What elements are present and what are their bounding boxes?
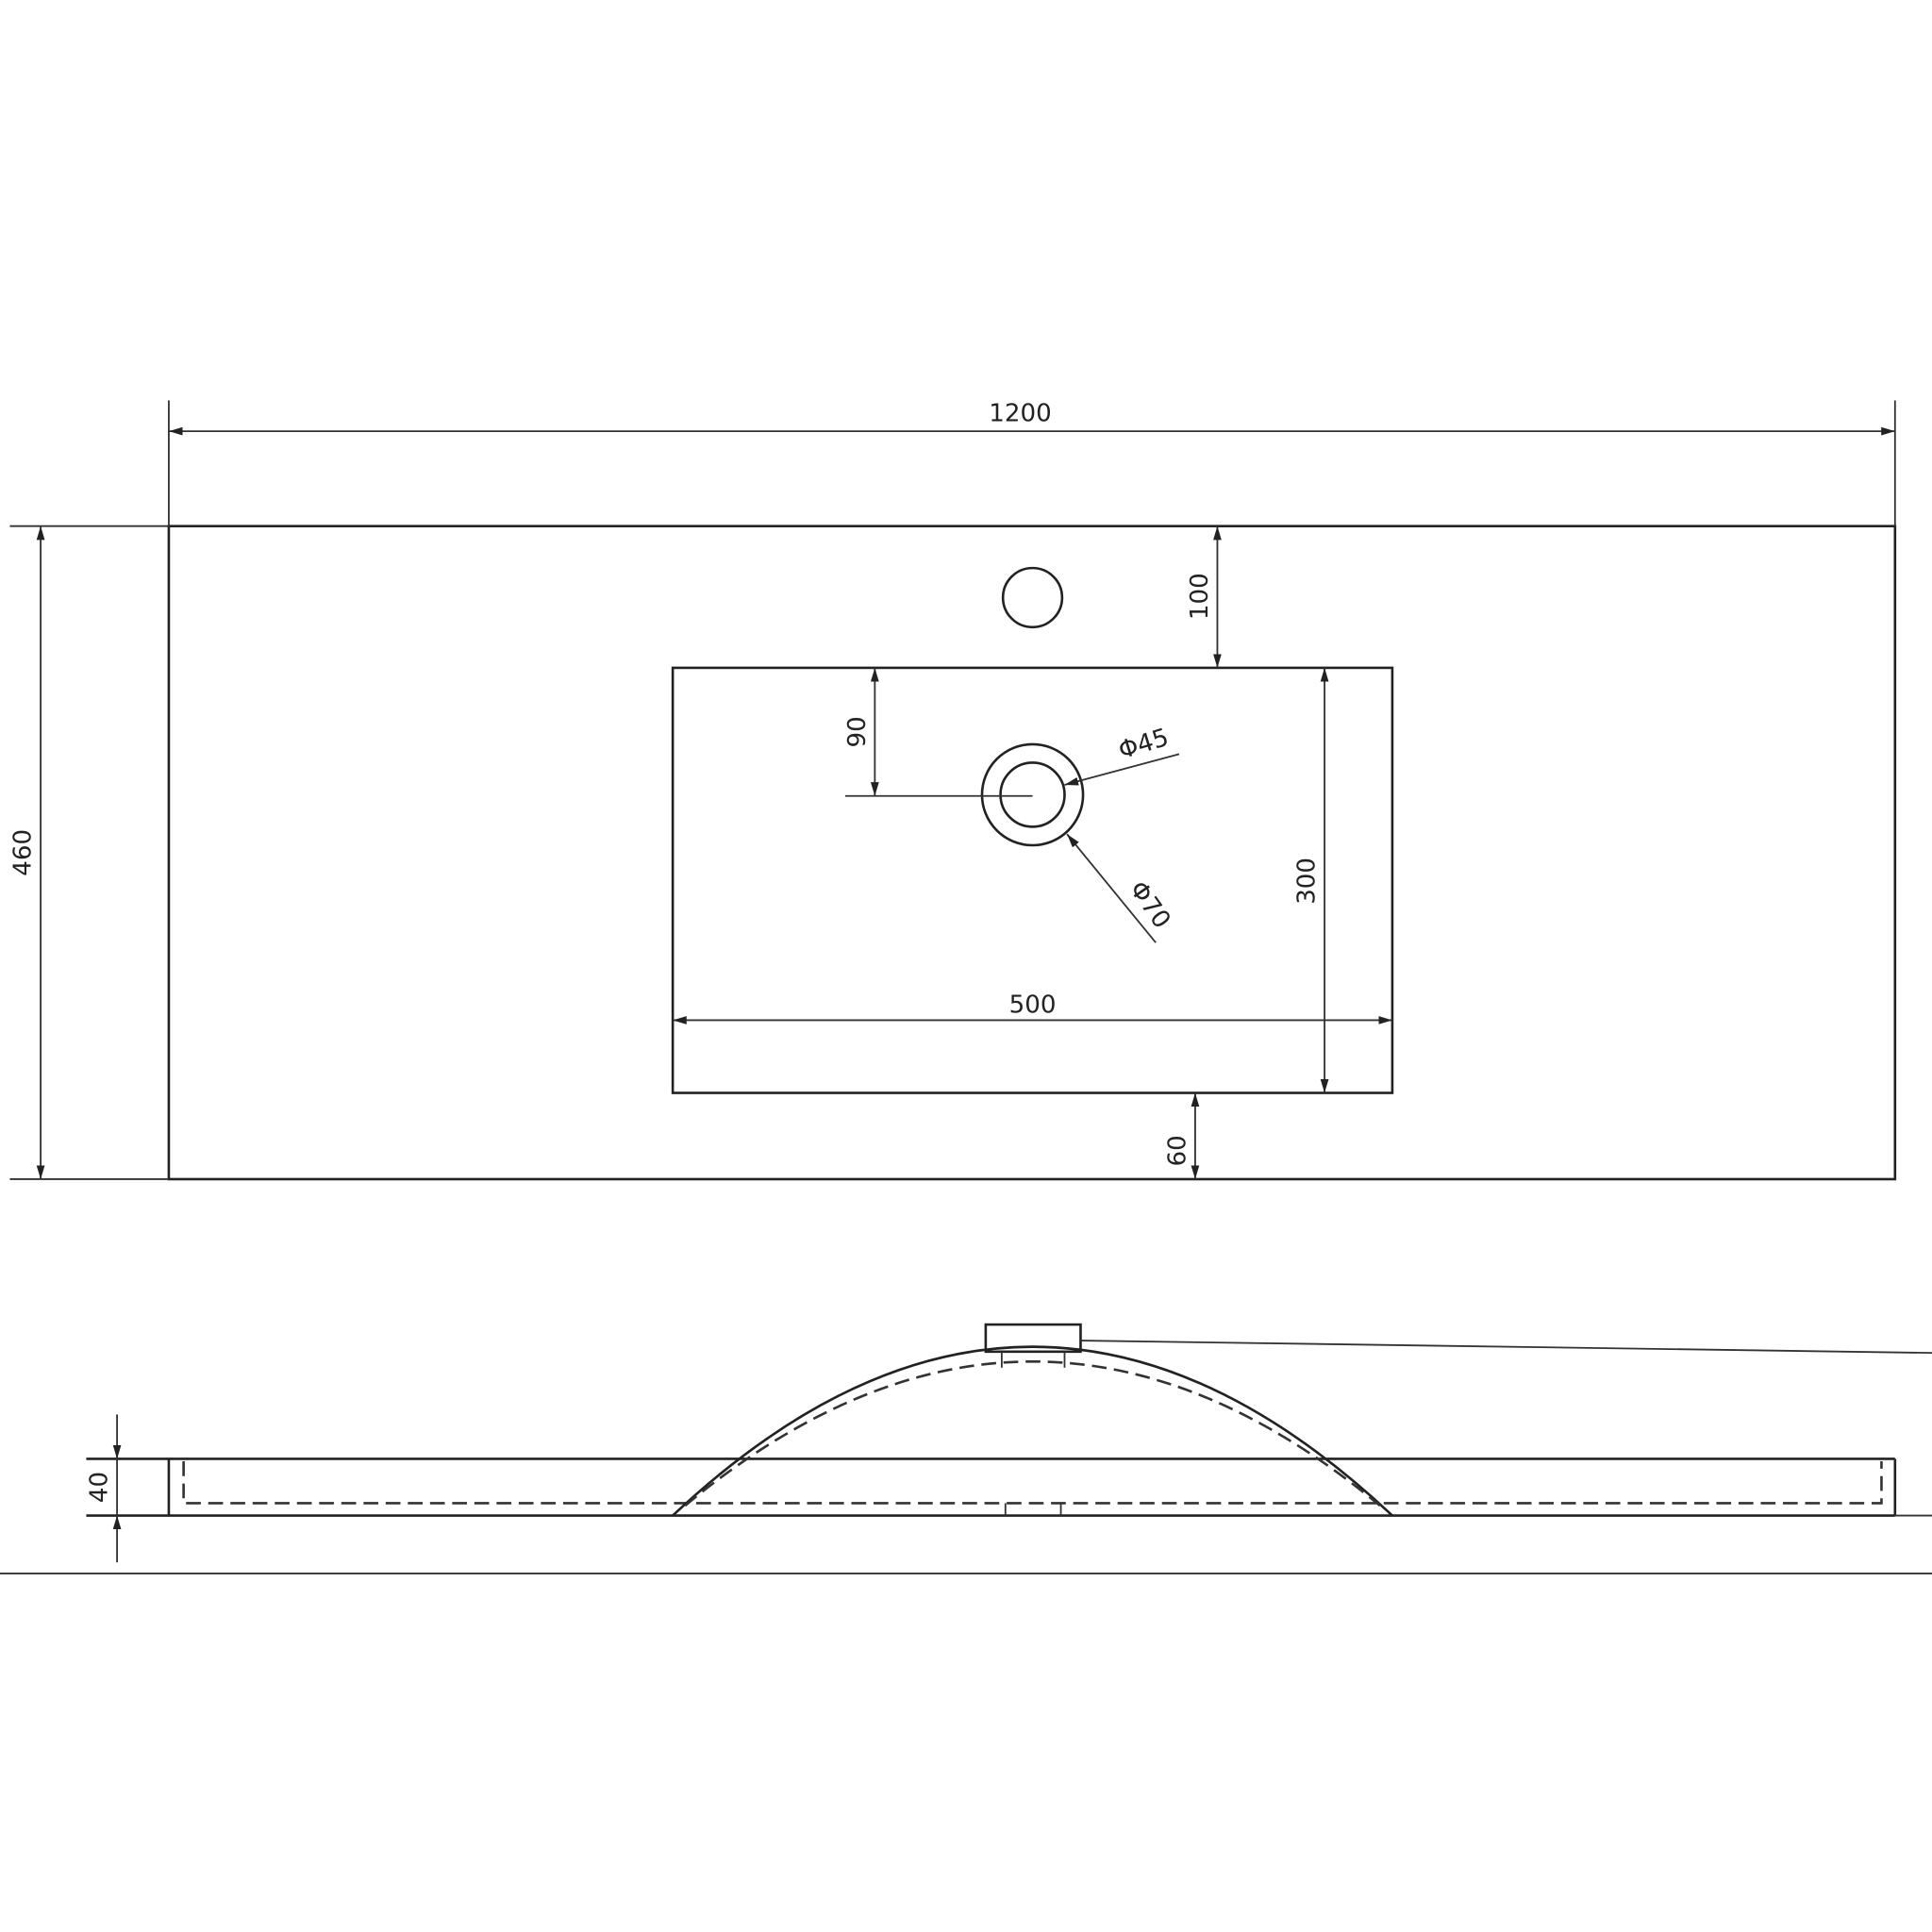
dimension-label: 500	[1009, 991, 1057, 1020]
dimension-label: 300	[1293, 858, 1322, 905]
basin-bowl-outer	[672, 1345, 1393, 1517]
dimension-label: 90	[843, 716, 872, 747]
side-view: 40	[0, 1323, 1932, 1574]
dimension-overall-depth: 460	[9, 525, 169, 1180]
dimension-front-margin: 60	[1163, 1092, 1200, 1179]
top-view: 1200 460 100 60 90 300	[9, 400, 1897, 1181]
basin-bowl-inner	[684, 1359, 1381, 1507]
dimension-basin-width: 500	[673, 991, 1392, 1024]
drain-inner-circle	[999, 761, 1066, 828]
dimension-label: Φ70	[1124, 876, 1175, 934]
hidden-underside	[182, 1461, 1883, 1505]
dimension-drain-offset: 90	[843, 667, 1033, 797]
countertop-outline	[167, 525, 1897, 1181]
dimension-overall-width: 1200	[168, 400, 1896, 526]
dimension-drain-outer: Φ70	[1066, 833, 1175, 943]
dimension-thickness: 40	[86, 1414, 122, 1563]
tap-hole	[1001, 566, 1064, 629]
dimension-label: 100	[1186, 573, 1214, 620]
tap-block	[984, 1323, 1082, 1354]
dimension-basin-depth: 300	[1293, 667, 1329, 1093]
drain-outer-circle	[980, 742, 1085, 847]
dimension-label: 460	[9, 829, 38, 876]
dimension-label: 40	[86, 1472, 114, 1503]
dimension-label: 60	[1163, 1135, 1191, 1166]
dimension-drain-inner: Φ45	[1064, 724, 1180, 786]
basin-outline	[671, 666, 1394, 1094]
dimension-label: 1200	[989, 400, 1051, 428]
dimension-tap-to-basin: 100	[1186, 525, 1222, 668]
